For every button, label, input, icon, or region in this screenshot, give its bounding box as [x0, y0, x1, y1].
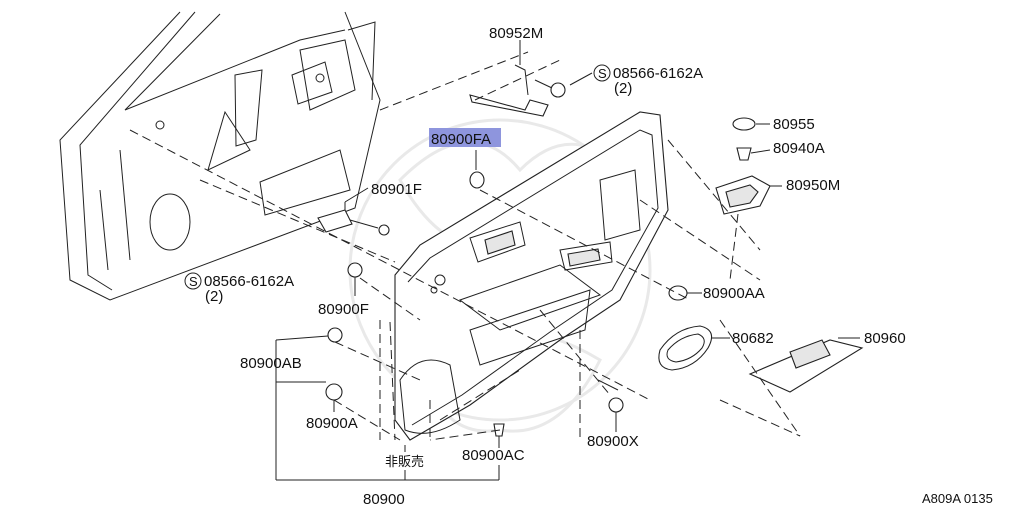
diagram-code: A809A 0135 — [922, 491, 993, 506]
assembly-dashed-lines — [129, 51, 801, 441]
callout-not-for-sale: 非販売 — [385, 454, 424, 469]
screw-80940A-shape — [736, 147, 752, 161]
callout-bolt-upper[interactable]: 08566-6162A — [613, 65, 703, 82]
bracket-80901F-shape — [317, 209, 390, 236]
callout-80900AC[interactable]: 80900AC — [462, 447, 525, 464]
cup-80950M-shape — [715, 175, 771, 215]
s-symbol-lower: S — [184, 272, 202, 290]
callout-bolt-lower[interactable]: 08566-6162A — [204, 273, 294, 290]
cap-80955-shape — [732, 117, 756, 131]
door-inner-panel — [59, 11, 381, 301]
clip-80900A-shape — [325, 383, 343, 401]
callout-80940A[interactable]: 80940A — [773, 140, 825, 157]
callout-80900AA[interactable]: 80900AA — [703, 285, 765, 302]
clip-80900X-shape — [597, 379, 624, 413]
callout-80901F[interactable]: 80901F — [371, 181, 422, 198]
door-trim-panel — [394, 111, 669, 441]
s-symbol-upper: S — [593, 64, 611, 82]
callout-80900X[interactable]: 80900X — [587, 433, 639, 450]
callout-bolt-lower-qty: (2) — [205, 288, 223, 305]
callout-80900F[interactable]: 80900F — [318, 301, 369, 318]
callout-80900A[interactable]: 80900A — [306, 415, 358, 432]
bezel-80682-shape — [658, 325, 713, 371]
callout-80960[interactable]: 80960 — [864, 330, 906, 347]
callout-80950M[interactable]: 80950M — [786, 177, 840, 194]
callout-80952M[interactable]: 80952M — [489, 25, 543, 42]
callout-80900[interactable]: 80900 — [363, 491, 405, 508]
bracket-80952M-shape — [469, 64, 549, 117]
s-symbol-upper-text: S — [598, 66, 607, 81]
bolt-shape-upper — [534, 79, 566, 98]
callout-80900AB[interactable]: 80900AB — [240, 355, 302, 372]
switch-80960-shape — [748, 339, 864, 393]
clip-80900FA-shape — [469, 171, 485, 189]
clip-80900F-shape — [347, 262, 363, 278]
callout-bolt-upper-qty: (2) — [614, 80, 632, 97]
callout-80682[interactable]: 80682 — [732, 330, 774, 347]
leader-lines — [275, 40, 860, 481]
s-symbol-lower-text: S — [189, 274, 198, 289]
clip-80900AA-shape — [668, 285, 688, 301]
callout-80900FA[interactable]: 80900FA — [431, 131, 491, 148]
callout-80955[interactable]: 80955 — [773, 116, 815, 133]
highlight-80900FA — [429, 128, 501, 147]
clip-80900AB-shape — [327, 327, 343, 343]
